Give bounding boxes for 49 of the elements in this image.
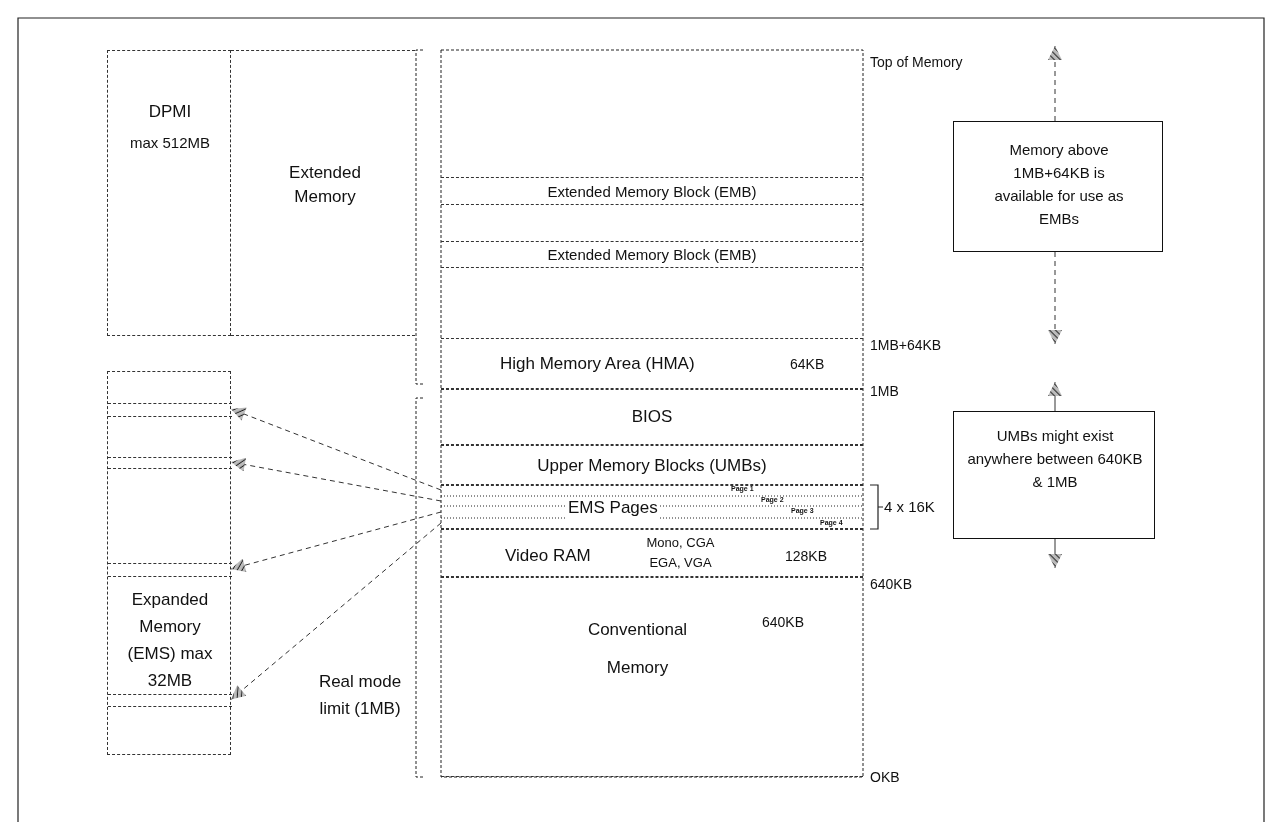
- memory-band: [441, 529, 863, 577]
- band-label: BIOS: [630, 406, 674, 428]
- arrow: [230, 511, 442, 573]
- memory-band: [441, 241, 863, 268]
- region-label: Extended Memory: [288, 162, 362, 208]
- arrow: [230, 457, 442, 502]
- region-label: Expanded Memory (EMS) max 32MB: [126, 589, 214, 692]
- arrow: [1048, 381, 1062, 412]
- page-slot: [108, 563, 232, 577]
- memory-band: [441, 577, 863, 777]
- band-label: Extended Memory Block (EMB): [546, 182, 758, 202]
- size-label: 4 x 16K: [884, 498, 935, 516]
- memory-region: [107, 371, 231, 755]
- address-label: Top of Memory: [870, 53, 963, 71]
- arrow: [1048, 538, 1062, 569]
- band-label: Extended Memory Block (EMB): [546, 245, 758, 265]
- address-label: 1MB+64KB: [870, 336, 942, 354]
- size-label: max 512MB: [128, 133, 211, 153]
- address-label: OKB: [870, 768, 900, 786]
- page-slot: [108, 694, 232, 707]
- memory-band: [441, 485, 863, 529]
- arrow: [230, 407, 442, 491]
- note-box: [953, 121, 1163, 252]
- arrow: [230, 522, 442, 700]
- note-text: UMBs might exist anywhere between 640KB & 1MB: [966, 426, 1144, 492]
- band-label: High Memory Area (HMA): [500, 353, 696, 375]
- memory-band: [441, 177, 863, 205]
- size-label: 128KB: [785, 547, 829, 565]
- page-slot: [108, 403, 232, 417]
- memory-region: [231, 50, 415, 336]
- address-label: 640KB: [870, 575, 913, 593]
- boundary-label: Real mode limit (1MB): [317, 671, 403, 720]
- type-label: Mono, CGA EGA, VGA: [645, 534, 716, 572]
- size-label: 640KB: [762, 613, 806, 631]
- band-label: Conventional Memory: [586, 619, 689, 679]
- arrow: [1048, 45, 1062, 122]
- memory-band: [441, 445, 863, 485]
- band-label: Video RAM: [505, 545, 592, 567]
- address-label: 1MB: [870, 382, 899, 400]
- memory-band: [441, 389, 863, 445]
- memory-region: [107, 50, 231, 336]
- band-label: Upper Memory Blocks (UMBs): [536, 455, 768, 477]
- note-text: Memory above 1MB+64KB is available for use as EMBs: [994, 140, 1124, 229]
- arrow: [1048, 251, 1062, 345]
- size-label: 64KB: [790, 355, 826, 373]
- memory-band: [441, 338, 863, 389]
- note-box: [953, 411, 1155, 539]
- page-slot: [108, 457, 232, 469]
- region-label: DPMI: [147, 101, 193, 123]
